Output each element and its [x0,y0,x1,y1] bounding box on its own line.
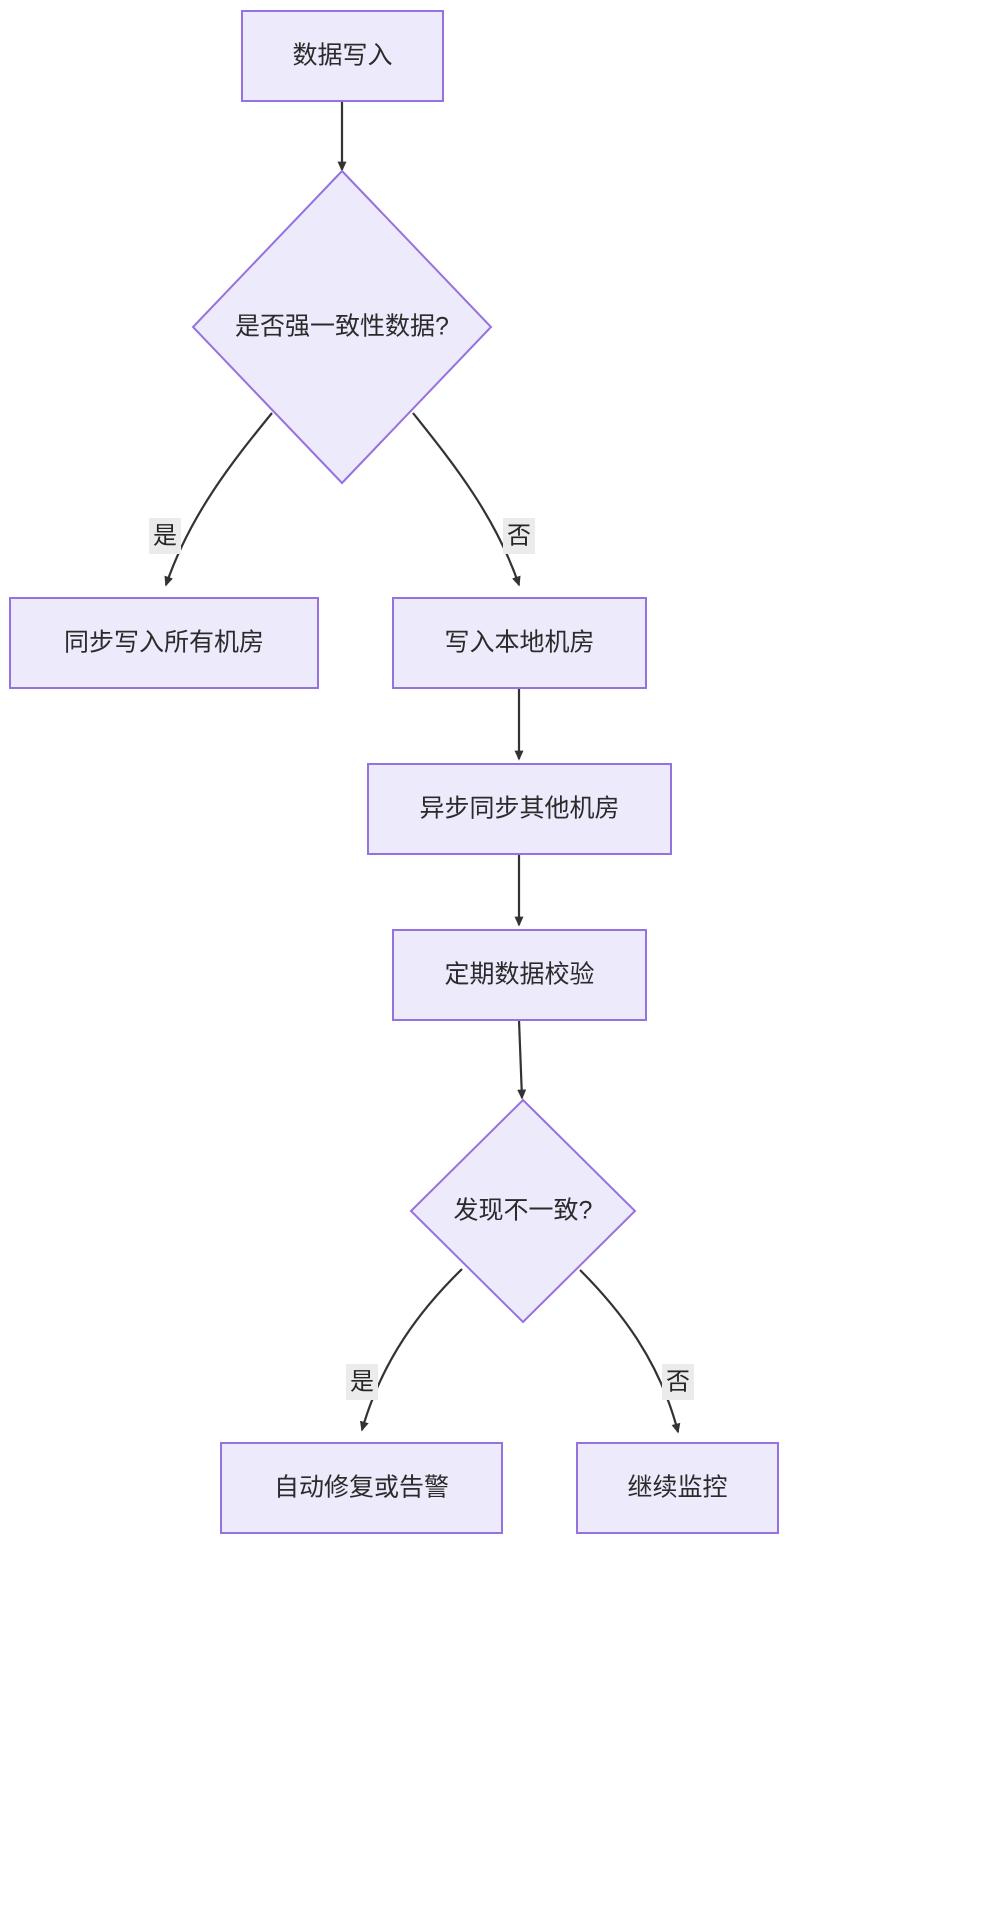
node-n2[interactable]: 是否强一致性数据? [191,169,493,485]
node-n2-shape[interactable] [191,169,493,485]
edge-label-yes-1-text: 是 [153,522,177,549]
node-n3[interactable]: 同步写入所有机房 [9,597,319,689]
edge-label-yes-2-bg [346,1364,378,1400]
edge-n2-n3 [164,412,273,587]
edge-layer [164,101,681,1434]
edge-label-no-2-bg [662,1364,694,1400]
node-n1[interactable]: 数据写入 [241,10,444,102]
edge-label-no-1-bg [503,518,535,554]
edge-n7-n8 [359,1268,463,1432]
node-n1-shape[interactable] [241,10,444,102]
node-n4-shape[interactable] [392,597,647,689]
edge-label-yes-2-text: 是 [350,1368,374,1395]
node-n3-shape[interactable] [9,597,319,689]
node-n6-shape[interactable] [392,929,647,1021]
edge-label-no-1-text: 否 [507,522,531,549]
edge-label-yes-1-bg [149,518,181,554]
node-n8[interactable]: 自动修复或告警 [220,1442,503,1534]
node-n6[interactable]: 定期数据校验 [392,929,647,1021]
edge-n6-n7 [517,1019,527,1100]
edge-label-no-1: 否 [503,518,535,554]
edge-label-no-2-text: 否 [666,1368,690,1395]
edge-label-no-2: 否 [662,1364,694,1400]
edge-n2-n4 [412,412,521,587]
node-n9[interactable]: 继续监控 [576,1442,779,1534]
node-n5[interactable]: 异步同步其他机房 [367,763,672,855]
node-n9-shape[interactable] [576,1442,779,1534]
edge-label-yes-2: 是 [346,1364,378,1400]
node-n5-shape[interactable] [367,763,672,855]
edge-n7-n9 [579,1269,681,1434]
node-n8-shape[interactable] [220,1442,503,1534]
edge-label-yes-1: 是 [149,518,181,554]
node-n7-shape[interactable] [409,1098,637,1324]
node-n4[interactable]: 写入本地机房 [392,597,647,689]
node-n7[interactable]: 发现不一致? [409,1098,637,1324]
